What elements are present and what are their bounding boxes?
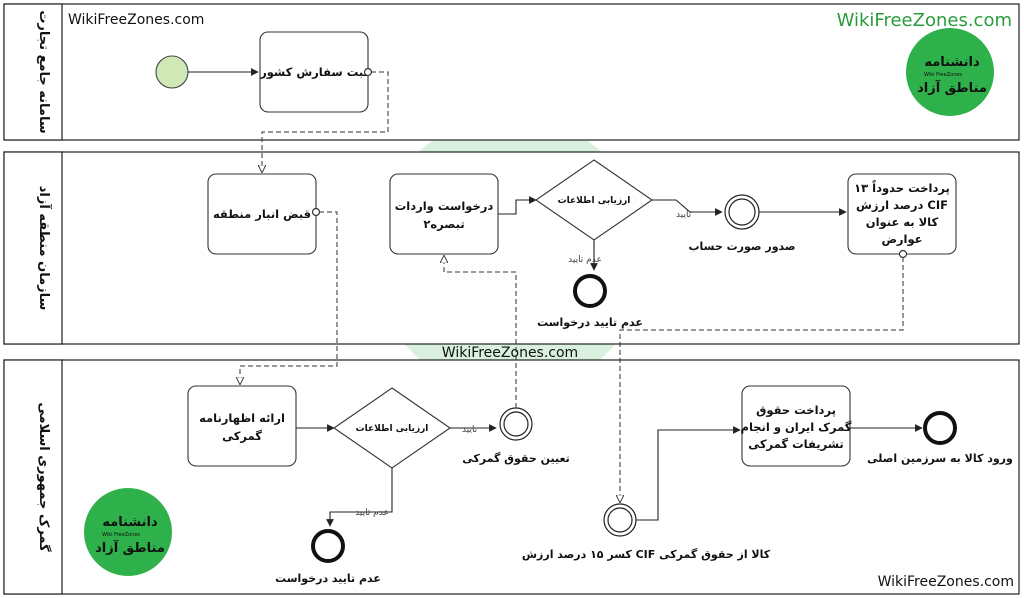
message-payment-to-deduct [620,257,904,502]
message-source-register [363,67,373,77]
task-pay-zone-fees-line3: کالا به عنوان [866,215,939,230]
message-register-to-warehouse [262,71,389,172]
event-invoice-inner [728,198,756,226]
lane-title-customs: گمرک جمهوری اسلامی [36,402,52,552]
event-deduct-label: کسر ۱۵ درصد ارزش CIF کالا از حقوق گمرکی [522,548,771,561]
logo-top-line2: مناطق آزاد [917,79,987,96]
task-customs-declaration-line2: گمرکی [222,429,262,443]
end-event-entry-label: ورود کالا به سرزمین اصلی [867,452,1013,465]
logo-bottom-line2: مناطق آزاد [95,539,165,556]
task-pay-zone-fees-line4: عوارض [881,232,922,247]
event-invoice-label: صدور صورت حساب [688,240,795,253]
task-customs-declaration-line1: ارائه اظهارنامه [199,411,285,425]
task-import-request-line2: تبصره۲ [423,217,464,231]
message-source-payment [898,249,908,259]
task-import-request-line1: درخواست واردات [395,199,494,214]
message-duty-to-request [444,256,517,408]
edge-reject-customs: عدم تایید [355,508,389,518]
edge-approve-customs: تایید [462,425,478,435]
task-import-request [389,173,499,255]
message-source-warehouse [311,207,321,217]
edge-approve-zone: تایید [676,210,692,220]
task-pay-customs-line1: پرداخت حقوق [756,403,836,418]
task-pay-zone-fees-line2: درصد ارزش CIF [856,198,948,212]
logo-top-right: دانشنامه مناطق آزاد Wiki FreeZones [906,28,994,116]
watermark-middle: WikiFreeZones.com [442,345,578,361]
end-event-entry [923,411,957,445]
watermark-top-left: WikiFreeZones.com [68,12,204,28]
task-customs-declaration [187,385,297,467]
task-pay-zone-fees-line1: پرداخت حدوداً ۱۳ [854,179,950,196]
task-pay-customs-line2: گمرک ایران و انجام [741,420,852,435]
event-deduct-inner [607,507,633,533]
flow-gateway-reject-customs [326,468,393,527]
flow-deduct-to-payment [636,426,741,521]
flow-gateway-approve-invoice [652,199,723,216]
end-event-customs-reject-label: عدم تایید درخواست [275,572,381,585]
flow-request-to-gateway [498,196,537,215]
message-warehouse-to-declaration [240,211,338,384]
task-register-order-label: ثبت سفارش کشور [259,65,368,80]
gateway-customs-evaluation-label: ارزیابی اطلاعات [356,424,429,434]
lane-title-trade-system: سامانه جامع تجارت [36,10,51,133]
end-event-zone-reject [573,274,607,308]
task-warehouse-receipt-label: قبض انبار منطقه [213,207,311,221]
logo-bottom-line1: دانشنامه [102,515,158,530]
event-customs-duty-inner [503,411,529,437]
logo-top-tiny: Wiki FreeZones [924,72,962,78]
watermark-top-right: WikiFreeZones.com [837,10,1012,31]
lane-title-free-zone-org: سازمان منطقه آزاد [36,186,53,311]
task-pay-customs-line3: تشریفات گمرکی [748,437,844,451]
logo-bottom-left: دانشنامه مناطق آزاد Wiki FreeZones [84,488,172,576]
edge-reject-zone: عدم تایید [568,255,602,265]
task-pay-customs [741,385,851,467]
end-event-zone-reject-label: عدم تایید درخواست [537,316,643,329]
start-event [155,55,189,89]
end-event-customs-reject [311,529,345,563]
logo-bottom-tiny: Wiki FreeZones [102,532,140,538]
event-customs-duty-label: تعیین حقوق گمرکی [462,452,570,465]
gateway-zone-evaluation-label: ارزیابی اطلاعات [558,196,631,206]
logo-top-line1: دانشنامه [924,55,980,70]
watermark-bottom-right: WikiFreeZones.com [878,574,1014,590]
